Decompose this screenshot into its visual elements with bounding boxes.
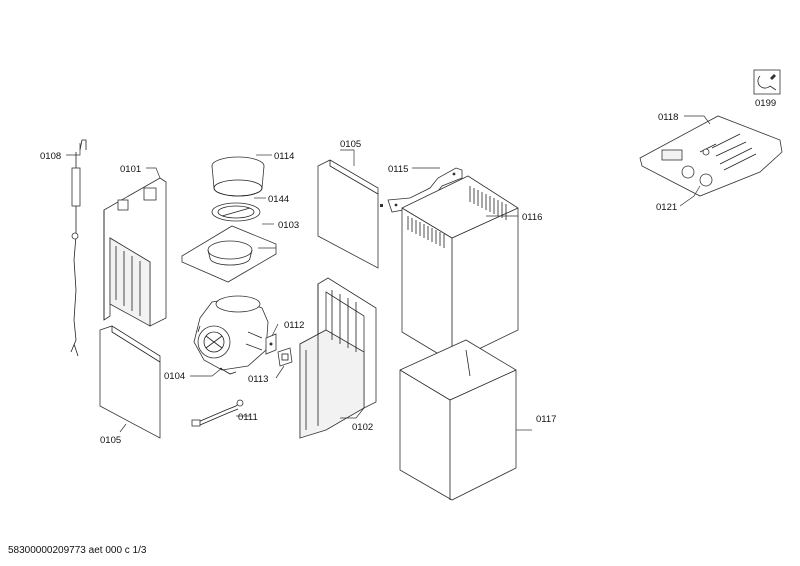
label-0199: 0199: [755, 98, 776, 109]
cable-harness-part: [191, 399, 244, 427]
label-0105-left: 0105: [100, 435, 121, 446]
label-0115: 0115: [388, 164, 408, 175]
label-0103: 0103: [278, 220, 299, 231]
label-0105-top: 0105: [340, 139, 361, 150]
label-0112: 0112: [284, 320, 304, 331]
duct-ring-part: [211, 156, 265, 197]
front-frame-part: [299, 277, 377, 439]
label-0118: 0118: [658, 112, 678, 123]
side-panel-left-part: [99, 325, 161, 439]
small-bracket-part: [265, 333, 277, 355]
lower-chimney-part: [399, 339, 517, 501]
back-frame-part: [103, 177, 167, 327]
label-0111: 0111: [238, 412, 258, 423]
sealing-ring-part: [211, 202, 261, 222]
document-footer: 58300000209773 aet 000 c 1/3: [8, 545, 147, 556]
power-cable-part: [70, 139, 87, 357]
upper-chimney-part: [401, 175, 519, 363]
label-0121: 0121: [656, 202, 677, 213]
label-0117: 0117: [536, 414, 556, 425]
label-0101: 0101: [120, 164, 141, 175]
side-panel-top-part: [317, 159, 383, 269]
leader-lines: [66, 115, 711, 433]
clip-part: [277, 347, 293, 367]
blower-motor-part: [193, 295, 269, 375]
label-0114: 0114: [274, 151, 294, 162]
label-0102: 0102: [352, 422, 373, 433]
label-0113: 0113: [248, 374, 268, 385]
wrench-icon: [753, 69, 781, 95]
label-0144: 0144: [268, 194, 289, 205]
label-0116: 0116: [522, 212, 542, 223]
mounting-plate-part: [181, 225, 277, 283]
label-0108: 0108: [40, 151, 61, 162]
accessory-bag-part: [639, 115, 783, 197]
label-0104: 0104: [164, 371, 185, 382]
